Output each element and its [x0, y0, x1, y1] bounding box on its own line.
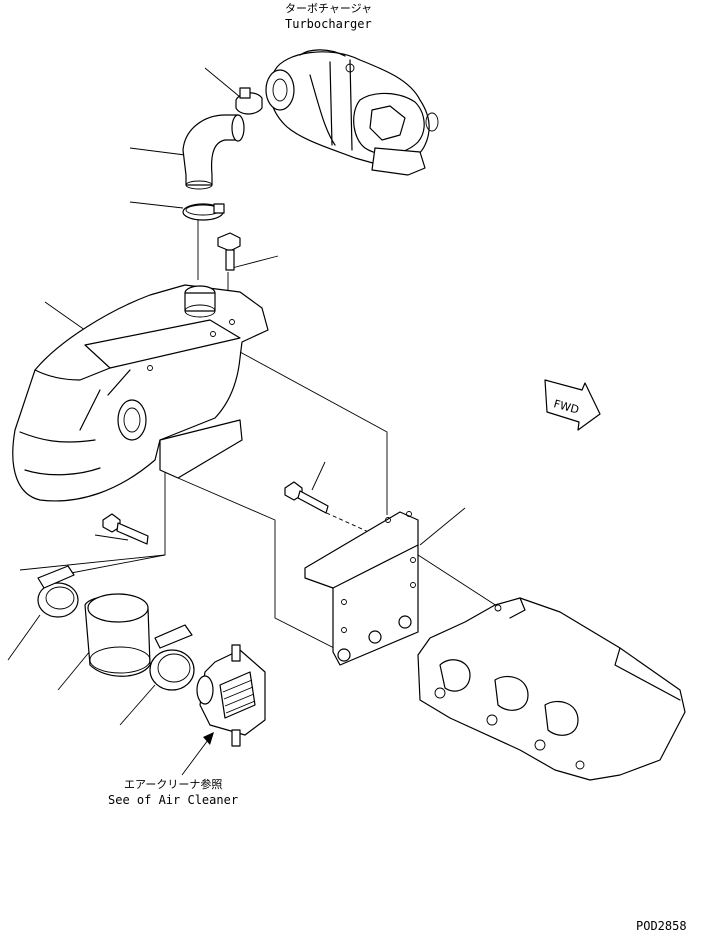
cylinder-head	[417, 597, 686, 781]
mounting-bracket	[304, 507, 466, 666]
hose-clamp-left	[7, 565, 79, 661]
elbow-hose	[129, 114, 245, 190]
air-cleaner-label-en: See of Air Cleaner	[108, 793, 238, 807]
turbocharger	[265, 49, 439, 176]
bolt-lower-left	[94, 513, 149, 545]
air-cleaner-label-jp: エアークリーナ参照	[124, 777, 222, 791]
intake-body	[12, 284, 269, 502]
turbocharger-label-en: Turbocharger	[285, 17, 372, 31]
air-cleaner-reference-arrow	[181, 732, 214, 776]
connector-hose	[57, 593, 151, 691]
hose-clamp-middle	[129, 201, 225, 280]
air-cleaner-adapter	[196, 644, 266, 747]
hose-clamp-upper	[204, 67, 263, 115]
fwd-arrow-icon: FWD	[544, 379, 601, 431]
hose-clamp-right	[119, 624, 195, 726]
fwd-label: FWD	[552, 397, 580, 416]
bolt-center	[284, 461, 329, 514]
drawing-number: POD2858	[636, 919, 687, 933]
turbocharger-label-jp: ターボチャージャ	[285, 2, 372, 15]
